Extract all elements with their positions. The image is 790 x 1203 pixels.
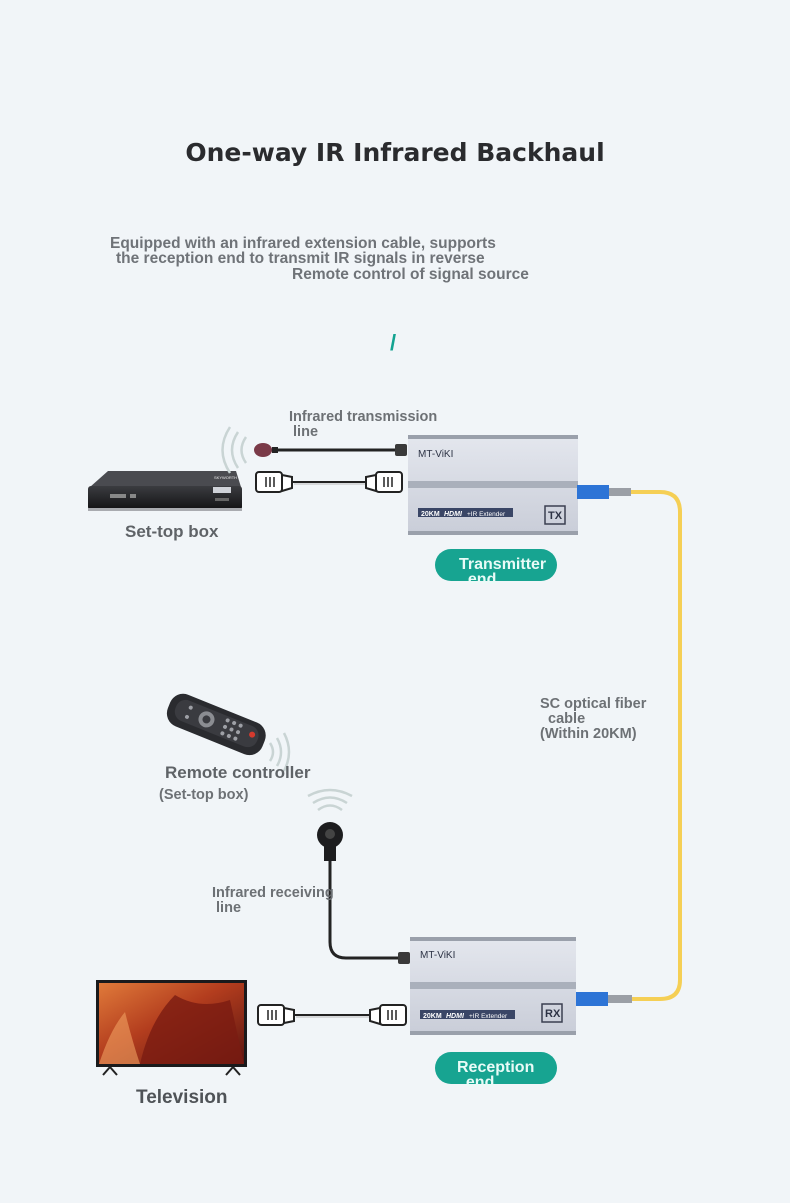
tx-hdmi-logo: HDMI (444, 511, 463, 518)
tx-extender-image (408, 435, 631, 535)
ir-signal-waves-rx (307, 788, 353, 812)
slash-mark: / (390, 330, 397, 355)
rx-20km-badge: 20KM (423, 1013, 442, 1020)
rx-brand-text: MT-ViKI (420, 950, 455, 961)
set-top-box-image (88, 471, 242, 511)
sc-fiber-cable-label: SC optical fiber cable (Within 20KM) (540, 696, 647, 742)
description-line-1: Equipped with an infrared extension cabl… (110, 235, 496, 252)
description-line-3: Remote control of signal source (292, 266, 529, 283)
description-line-2: the reception end to transmit IR signals… (116, 250, 485, 267)
stb-brand-text: SKYWORTH (214, 475, 237, 480)
ir-signal-waves-remote (268, 732, 291, 772)
remote-controller-image (166, 693, 266, 756)
set-top-box-label: Set-top box (125, 522, 219, 541)
tx-label: TX (548, 510, 563, 522)
tx-20km-badge: 20KM (421, 511, 440, 518)
ir-receiving-line-label: Infrared receiving line (212, 885, 334, 916)
tx-brand-text: MT-ViKI (418, 449, 453, 460)
ir-transmission-line-label: Infrared transmission line (289, 409, 438, 440)
rx-extender-text: +IR Extender (469, 1013, 508, 1020)
hdmi-cable-tx (255, 471, 403, 493)
page-title: One-way IR Infrared Backhaul (185, 138, 605, 167)
television-image (96, 980, 247, 1076)
rx-hdmi-logo: HDMI (446, 1013, 465, 1020)
ir-emitter-cable (254, 443, 407, 457)
hdmi-cable-rx (257, 1004, 407, 1026)
remote-controller-sublabel: (Set-top box) (159, 787, 249, 803)
television-label: Television (136, 1087, 228, 1108)
rx-label: RX (545, 1008, 561, 1020)
tx-extender-text: +IR Extender (467, 511, 506, 518)
ir-receiver-cable (317, 822, 410, 964)
reception-end-badge: Reception end (435, 1052, 557, 1091)
fiber-cable (630, 490, 682, 1001)
transmitter-end-badge: Transmitter end (435, 549, 557, 588)
remote-controller-label: Remote controller (165, 763, 311, 782)
rx-extender-image (410, 937, 632, 1035)
ir-signal-waves-tx (221, 426, 248, 474)
